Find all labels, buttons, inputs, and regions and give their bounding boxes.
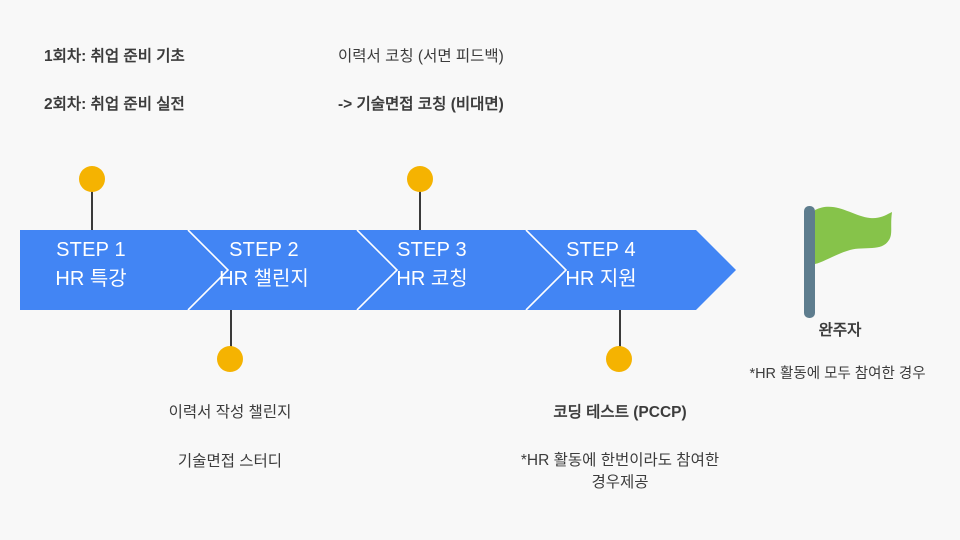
marker-dot-step-4 [606,346,632,372]
note-resume-coaching: 이력서 코칭 (서면 피드백) [338,48,504,65]
caption-step-4-line-2: *HR 활동에 한번이라도 참여한 경우제공 [520,452,720,492]
arrow-band-shape [20,230,736,310]
connector-stem-step-1 [91,186,93,232]
finisher-note: *HR 활동에 모두 참여한 경우 [749,366,926,382]
finisher-label: 완주자 [818,322,862,339]
note-session-1: 1회차: 취업 준비 기초 [44,48,185,65]
marker-dot-step-1 [79,166,105,192]
chevron-separator-2 [356,230,399,310]
caption-step-2-line-1: 이력서 작성 챌린지 [168,404,292,421]
connector-stem-step-2 [230,310,232,354]
flag-banner [815,206,892,264]
chevron-separator-1 [187,230,230,310]
connector-stem-step-4 [619,310,621,354]
connector-stem-step-3 [419,186,421,232]
note-tech-interview-coaching: -> 기술면접 코칭 (비대면) [338,96,504,113]
marker-dot-step-2 [217,346,243,372]
chevron-separator-3 [525,230,568,310]
flag-pole [804,206,815,318]
green-flag-icon [790,200,910,320]
note-session-2: 2회차: 취업 준비 실전 [44,96,185,113]
process-arrow-band [20,230,736,310]
marker-dot-step-3 [407,166,433,192]
caption-step-2-line-2: 기술면접 스터디 [177,453,283,470]
caption-step-4-line-1: 코딩 테스트 (PCCP) [553,404,687,421]
